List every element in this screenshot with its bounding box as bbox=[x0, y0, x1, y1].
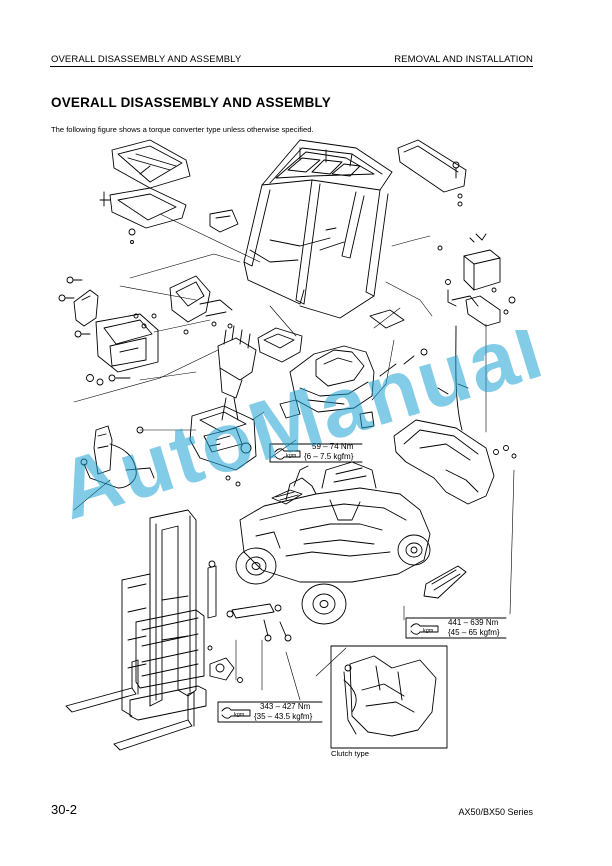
wrench-tag-1: kgm bbox=[286, 453, 297, 459]
step-bracket-part bbox=[95, 313, 159, 373]
step-panel-part bbox=[271, 489, 467, 599]
front-wheel-right-part bbox=[301, 583, 347, 625]
dash-unit-part bbox=[169, 275, 233, 335]
axle-bolts-part bbox=[207, 645, 243, 683]
mast-part bbox=[121, 509, 207, 721]
wrench-tag-2: kgm bbox=[423, 628, 434, 634]
clutch-inset-part bbox=[330, 645, 448, 749]
header-rule bbox=[50, 66, 533, 67]
tilt-cylinder-part bbox=[226, 603, 292, 642]
torque-nm: 59 – 74 Nm bbox=[312, 442, 354, 451]
running-header-left: OVERALL DISASSEMBLY AND ASSEMBLY bbox=[51, 54, 242, 65]
running-header-right: REMOVAL AND INSTALLATION bbox=[394, 54, 533, 65]
bracket-part bbox=[209, 209, 239, 233]
overhead-guard-part bbox=[243, 139, 393, 319]
forks-part bbox=[65, 659, 195, 751]
front-wheel-left-part bbox=[235, 547, 277, 585]
battery-box-part bbox=[437, 233, 516, 327]
clutch-type-caption: Clutch type bbox=[331, 749, 369, 758]
rear-top-plate-part bbox=[397, 139, 467, 207]
floor-mat-part bbox=[99, 187, 187, 244]
lift-cylinder-part bbox=[207, 560, 217, 619]
torque-kgfm: {45 – 65 kgfm} bbox=[448, 628, 500, 637]
wrench-callout-3 bbox=[217, 701, 323, 723]
section-title: OVERALL DISASSEMBLY AND ASSEMBLY bbox=[51, 95, 331, 110]
model-series: AX50/BX50 Series bbox=[458, 807, 533, 817]
floor-plate-part bbox=[111, 139, 191, 189]
truck-body-part bbox=[239, 461, 431, 583]
wrench-tag-3: kgm bbox=[234, 712, 245, 718]
seat-part bbox=[289, 345, 375, 413]
wrench-callout-2 bbox=[405, 617, 507, 639]
wrench-callout-1 bbox=[269, 443, 363, 463]
carriage-part bbox=[135, 609, 205, 689]
side-wiring-part bbox=[80, 425, 155, 489]
intro-text: The following figure shows a torque conv… bbox=[51, 125, 314, 134]
counterweight-part bbox=[393, 325, 517, 505]
lever-bank-part bbox=[217, 325, 257, 421]
torque-kgfm: {35 – 43.5 kgfm} bbox=[254, 712, 313, 721]
rear-wheel-part bbox=[397, 534, 431, 566]
leader-lines bbox=[73, 213, 515, 701]
side-bracket-part bbox=[58, 276, 99, 338]
torque-kgfm: {6 – 7.5 kgfm} bbox=[304, 452, 354, 461]
torque-nm: 441 – 639 Nm bbox=[448, 618, 499, 627]
torque-nm: 343 – 427 Nm bbox=[260, 702, 311, 711]
torque-label-3: 343 – 427 Nm {35 – 43.5 kgfm} bbox=[254, 702, 312, 722]
hood-part bbox=[257, 309, 428, 429]
torque-label-2: 441 – 639 Nm {45 – 65 kgfm} bbox=[448, 618, 500, 638]
control-valve-part bbox=[189, 405, 257, 487]
page-number: 30-2 bbox=[51, 802, 78, 817]
mount-bolts-part bbox=[86, 374, 131, 386]
torque-label-1: 59 – 74 Nm {6 – 7.5 kgfm} bbox=[304, 442, 353, 462]
